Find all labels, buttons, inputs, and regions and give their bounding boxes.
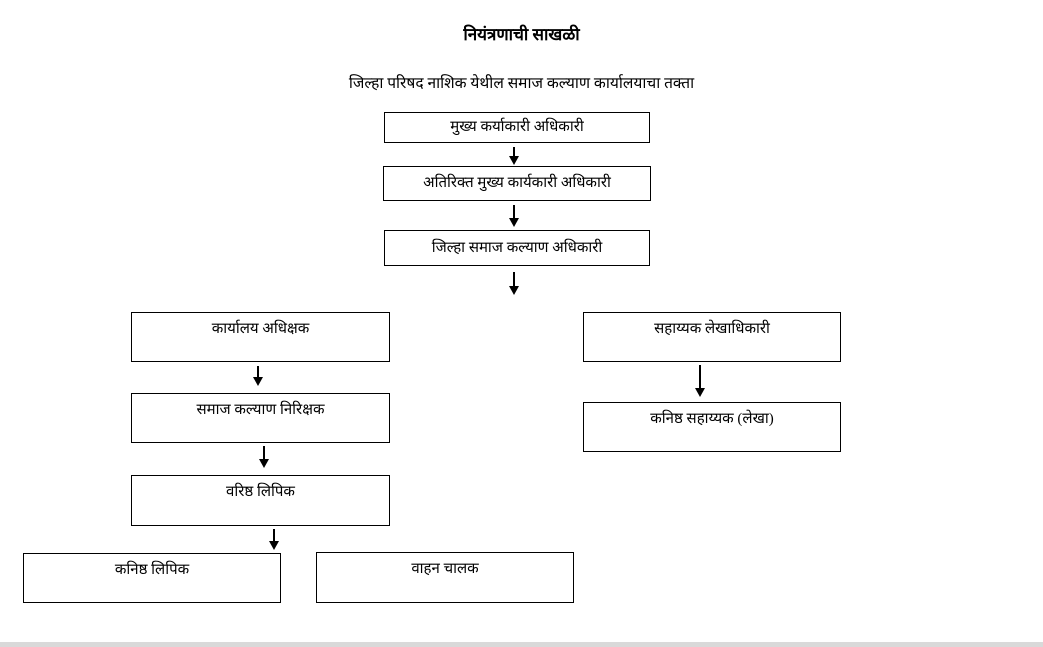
arrow-stem <box>273 529 275 541</box>
arrow-stem <box>513 147 515 156</box>
connector-arrow-down-icon <box>508 205 520 227</box>
arrow-head <box>269 541 279 550</box>
arrow-head <box>509 286 519 295</box>
arrow-stem <box>263 446 265 459</box>
connector-arrow-down-icon <box>268 529 280 550</box>
arrow-head <box>509 218 519 227</box>
box-label: मुख्य कर्याकारी अधिकारी <box>450 119 584 135</box>
connector-arrow-down-icon <box>694 365 706 397</box>
page-bottom-edge <box>0 642 1043 647</box>
box-label: वरिष्ठ लिपिक <box>226 484 295 500</box>
box-label: कनिष्ठ सहाय्यक (लेखा) <box>650 411 774 427</box>
box-district-social-welfare-officer: जिल्हा समाज कल्याण अधिकारी <box>384 230 650 266</box>
box-label: कार्यालय अधिक्षक <box>211 321 310 337</box>
box-junior-clerk: कनिष्ठ लिपिक <box>23 553 281 603</box>
connector-arrow-down-icon <box>258 446 270 468</box>
box-driver: वाहन चालक <box>316 552 574 603</box>
arrow-head <box>509 156 519 165</box>
arrow-head <box>253 377 263 386</box>
box-label: सहाय्यक लेखाधिकारी <box>654 321 770 337</box>
box-chief-executive-officer: मुख्य कर्याकारी अधिकारी <box>384 112 650 143</box>
arrow-stem <box>513 272 515 286</box>
connector-arrow-down-icon <box>508 147 520 165</box>
arrow-head <box>259 459 269 468</box>
arrow-head <box>695 388 705 397</box>
box-assistant-accounts-officer: सहाय्यक लेखाधिकारी <box>583 312 841 362</box>
arrow-stem <box>699 365 701 388</box>
page-subtitle: जिल्हा परिषद नाशिक येथील समाज कल्याण कार… <box>348 75 695 92</box>
connector-arrow-down-icon <box>508 272 520 295</box>
page-title: नियंत्रणाची साखळी <box>463 25 580 44</box>
box-label: समाज कल्याण निरिक्षक <box>196 402 325 418</box>
box-label: जिल्हा समाज कल्याण अधिकारी <box>431 240 603 256</box>
box-social-welfare-inspector: समाज कल्याण निरिक्षक <box>131 393 390 443</box>
box-label: वाहन चालक <box>411 561 479 577</box>
connector-arrow-down-icon <box>252 366 264 386</box>
box-senior-clerk: वरिष्ठ लिपिक <box>131 475 390 526</box>
box-office-superintendent: कार्यालय अधिक्षक <box>131 312 390 362</box>
box-junior-assistant-accounts: कनिष्ठ सहाय्यक (लेखा) <box>583 402 841 452</box>
box-label: अतिरिक्त मुख्य कार्यकारी अधिकारी <box>423 175 611 191</box>
arrow-stem <box>513 205 515 218</box>
box-additional-chief-executive-officer: अतिरिक्त मुख्य कार्यकारी अधिकारी <box>383 166 651 201</box>
arrow-stem <box>257 366 259 377</box>
box-label: कनिष्ठ लिपिक <box>114 562 190 578</box>
